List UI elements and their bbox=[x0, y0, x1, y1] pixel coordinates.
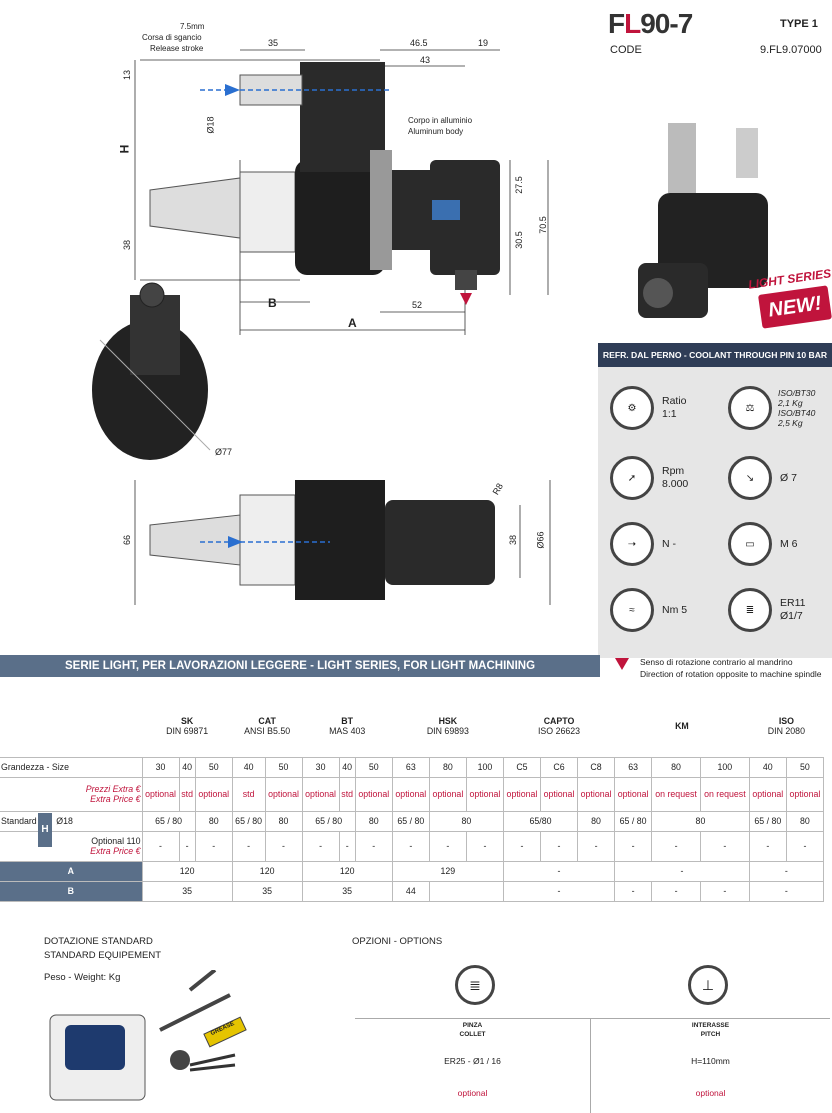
dim-35: 35 bbox=[268, 38, 279, 48]
spec-drill: ↘ Ø 7 bbox=[728, 456, 797, 500]
dim-38b: 38 bbox=[508, 534, 519, 546]
rotation-en: Direction of rotation opposite to machin… bbox=[640, 669, 822, 679]
tap-icon: ▭ bbox=[728, 522, 772, 566]
collet-title-1: PINZA bbox=[462, 1022, 483, 1029]
family-km: KM bbox=[675, 720, 689, 731]
wave-icon: ≈ bbox=[610, 588, 654, 632]
gears-icon: ⚙ bbox=[610, 386, 654, 430]
spec-torque: ➝ N - bbox=[610, 522, 676, 566]
rotation-arrow-icon bbox=[615, 658, 629, 670]
std-equip-it: DOTAZIONE STANDARD bbox=[44, 936, 153, 947]
collet-price: optional bbox=[457, 1088, 488, 1098]
dim-19: 19 bbox=[478, 38, 489, 48]
std-equip-en: STANDARD EQUIPEMENT bbox=[44, 950, 162, 961]
dim-66: 66 bbox=[122, 534, 133, 546]
rotation-it: Senso di rotazione contrario al mandrino bbox=[640, 657, 793, 667]
runner-icon: ➚ bbox=[610, 456, 654, 500]
dim-52: 52 bbox=[412, 300, 423, 310]
code-label: CODE bbox=[610, 44, 642, 56]
dim-70-5: 70.5 bbox=[537, 216, 548, 234]
pitch-option-icon: ⊥ bbox=[688, 965, 728, 1005]
product-title: FL90-7 bbox=[608, 8, 693, 39]
body-it: Corpo in alluminio bbox=[408, 116, 473, 125]
dim-46-5: 46.5 bbox=[410, 38, 428, 48]
collet-value: ER25 - Ø1 / 16 bbox=[444, 1056, 501, 1066]
pitch-value: H=110mm bbox=[691, 1056, 730, 1066]
dim-d18: Ø18 bbox=[205, 116, 216, 134]
dim-b: B bbox=[268, 296, 277, 310]
body-en: Aluminum body bbox=[408, 127, 464, 136]
dim-43: 43 bbox=[420, 55, 431, 65]
dim-a: A bbox=[348, 316, 357, 330]
pitch-title-2: PITCH bbox=[700, 1031, 721, 1038]
series-banner: SERIE LIGHT, PER LAVORAZIONI LEGGERE - L… bbox=[0, 655, 600, 677]
options-title: OPZIONI - OPTIONS bbox=[352, 936, 443, 947]
dim-38a: 38 bbox=[122, 239, 133, 251]
dim-d77: Ø77 bbox=[215, 447, 233, 457]
drill-icon: ↘ bbox=[728, 456, 772, 500]
stroke-label-1: 7.5mm bbox=[180, 22, 205, 31]
dim-13: 13 bbox=[122, 69, 133, 81]
stroke-label-3: Release stroke bbox=[150, 44, 204, 53]
h-side-label: H bbox=[38, 813, 52, 847]
coolant-label: REFR. DAL PERNO - COOLANT THROUGH PIN 10… bbox=[598, 343, 832, 367]
code-value: 9.FL9.07000 bbox=[760, 44, 822, 56]
type-label: TYPE 1 bbox=[780, 18, 818, 30]
spec-nm: ≈ Nm 5 bbox=[610, 588, 687, 632]
equipment-illustration bbox=[49, 970, 247, 1101]
weight-label: Peso - Weight: Kg bbox=[44, 972, 121, 983]
collet-title-2: COLLET bbox=[459, 1031, 486, 1038]
a-row: A 120 120 120 129 - - - bbox=[0, 860, 825, 882]
collet-option-icon: ≣ bbox=[455, 965, 495, 1005]
stroke-label-2: Corsa di sgancio bbox=[142, 33, 202, 42]
dim-30-5: 30.5 bbox=[513, 231, 524, 249]
pitch-title-1: INTERASSE bbox=[691, 1022, 730, 1029]
technical-drawing bbox=[92, 49, 551, 605]
torque-icon: ➝ bbox=[610, 522, 654, 566]
spec-tap: ▭ M 6 bbox=[728, 522, 798, 566]
scale-icon: ⚖ bbox=[728, 386, 772, 430]
dim-h: H bbox=[117, 144, 132, 154]
dim-d66: Ø66 bbox=[535, 531, 546, 549]
b-row: B 35 35 35 44 - --- - bbox=[0, 880, 825, 902]
pitch-price: optional bbox=[695, 1088, 726, 1098]
dim-27-5: 27.5 bbox=[513, 176, 524, 194]
collet-icon: ≣ bbox=[728, 588, 772, 632]
